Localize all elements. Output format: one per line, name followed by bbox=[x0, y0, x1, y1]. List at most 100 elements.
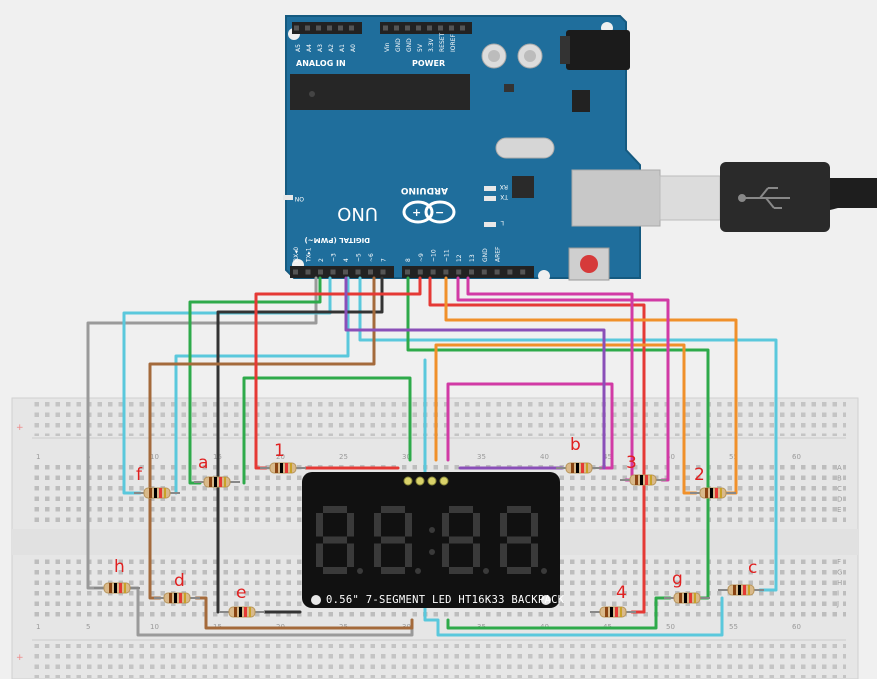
wire-green-4 bbox=[446, 596, 672, 630]
wire-cyan-3 bbox=[174, 276, 350, 495]
wire-red-2 bbox=[428, 276, 646, 614]
column-number: 50 bbox=[666, 623, 675, 631]
pin-label: ~3 bbox=[331, 253, 338, 262]
power-jack bbox=[566, 30, 630, 70]
column-number: 1 bbox=[36, 623, 40, 631]
power-header bbox=[380, 22, 472, 34]
pin-label: 3.3V bbox=[428, 37, 435, 52]
display-digit bbox=[316, 506, 363, 574]
row-letter: I bbox=[837, 590, 839, 598]
pin-label: Vin bbox=[384, 42, 391, 52]
tx-label: TX bbox=[500, 193, 509, 200]
resistor-ra: a bbox=[194, 453, 240, 488]
pin-label: ~10 bbox=[431, 249, 438, 262]
pin-label: A5 bbox=[295, 44, 302, 52]
usb-icon bbox=[738, 187, 790, 209]
analog-in-label: ANALOG IN bbox=[296, 59, 346, 68]
wire-red bbox=[254, 276, 422, 470]
column-number: 50 bbox=[666, 453, 675, 461]
resistor-label-r3: 3 bbox=[626, 453, 637, 473]
row-letter: G bbox=[837, 569, 842, 577]
row-letter: A bbox=[837, 464, 842, 472]
resistor-label-rd: d bbox=[174, 571, 185, 591]
pin-label: ~11 bbox=[443, 249, 450, 262]
column-number: 30 bbox=[402, 453, 411, 461]
pin-label: IOREF bbox=[450, 34, 457, 52]
resistor-rf: f bbox=[134, 465, 180, 499]
row-letter: B bbox=[837, 475, 842, 483]
resistor-label-rh: h bbox=[114, 557, 125, 577]
resistor-label-rb: b bbox=[570, 435, 581, 455]
rx-label: RX bbox=[500, 183, 508, 190]
top-power-rail bbox=[32, 402, 846, 436]
arduino-logo: + − bbox=[402, 200, 456, 224]
column-number: 5 bbox=[86, 623, 90, 631]
column-number: 25 bbox=[339, 453, 348, 461]
seven-segment-display: 0.56" 7-SEGMENT LED HT16K33 BACKPACK bbox=[302, 472, 565, 608]
pin-label: ~5 bbox=[356, 253, 363, 262]
model-label: UNO bbox=[337, 203, 378, 224]
pin-label: A4 bbox=[306, 44, 313, 52]
resistor-label-r1: 1 bbox=[274, 441, 285, 461]
resistors: 1 b 3 2 f a h d e 4 g c bbox=[94, 435, 764, 618]
resistor-label-rf: f bbox=[136, 465, 143, 485]
pin-label: GND bbox=[406, 38, 413, 52]
pin-label: 2 bbox=[318, 258, 325, 262]
resistor-label-re: e bbox=[236, 583, 246, 603]
pin-label: GND bbox=[482, 248, 489, 262]
row-letter: H bbox=[837, 579, 842, 587]
wire-purple bbox=[344, 276, 606, 470]
pin-label: A3 bbox=[317, 44, 324, 52]
svg-text:−: − bbox=[435, 206, 444, 219]
digital-header-label: DIGITAL (PWM~) bbox=[305, 236, 370, 244]
pin-label: 4 bbox=[343, 258, 350, 262]
wire-cyan bbox=[122, 276, 332, 495]
row-letter: F bbox=[837, 558, 841, 566]
bottom-power-rail bbox=[32, 644, 846, 678]
column-number: 1 bbox=[36, 453, 40, 461]
display-digit bbox=[374, 506, 421, 574]
wire-brown bbox=[148, 276, 376, 600]
column-number: 55 bbox=[729, 453, 738, 461]
column-number: 60 bbox=[792, 453, 801, 461]
pin-label: A2 bbox=[328, 44, 335, 52]
power-label: POWER bbox=[412, 59, 445, 68]
row-letter: D bbox=[837, 496, 842, 504]
plus-sign: + bbox=[16, 423, 24, 433]
usb-cable bbox=[571, 162, 877, 232]
pin-label: 7 bbox=[381, 258, 388, 262]
on-label: ON bbox=[295, 195, 304, 202]
digital-header-high bbox=[402, 266, 534, 278]
display-caption: 0.56" 7-SEGMENT LED HT16K33 BACKPACK bbox=[326, 594, 565, 606]
pin-label: 8 bbox=[405, 258, 412, 262]
microcontroller-chip bbox=[290, 74, 470, 110]
resistor-label-r2: 2 bbox=[694, 465, 705, 485]
column-number: 10 bbox=[150, 623, 159, 631]
wire-gray bbox=[86, 276, 318, 590]
display-digit bbox=[442, 506, 489, 574]
pin-label: RX◂0 bbox=[293, 247, 300, 262]
pin-label: 13 bbox=[469, 254, 476, 262]
row-letter: C bbox=[837, 485, 842, 493]
pin-label: TX▸1 bbox=[306, 247, 313, 263]
pin-label: A0 bbox=[350, 44, 357, 52]
resistor-rg: g bbox=[664, 569, 710, 604]
l-label: L bbox=[500, 219, 504, 226]
resistor-r4: 4 bbox=[590, 583, 636, 618]
resistor-r3: 3 bbox=[620, 453, 666, 486]
pin-label: AREF bbox=[495, 246, 502, 262]
column-number: 60 bbox=[792, 623, 801, 631]
pin-label: 5V bbox=[417, 43, 424, 52]
resistor-label-r4: 4 bbox=[616, 583, 627, 603]
resistor-label-ra: a bbox=[198, 453, 208, 473]
resistor-label-rg: g bbox=[672, 569, 683, 589]
column-number: 55 bbox=[729, 623, 738, 631]
resistor-rh: h bbox=[94, 557, 140, 594]
pin-label: GND bbox=[395, 38, 402, 52]
pin-label: 12 bbox=[456, 254, 463, 262]
brand-label: ARDUINO bbox=[400, 185, 448, 195]
column-number: 45 bbox=[603, 453, 612, 461]
svg-text:+: + bbox=[412, 206, 421, 219]
resistor-rc: c bbox=[718, 558, 764, 596]
